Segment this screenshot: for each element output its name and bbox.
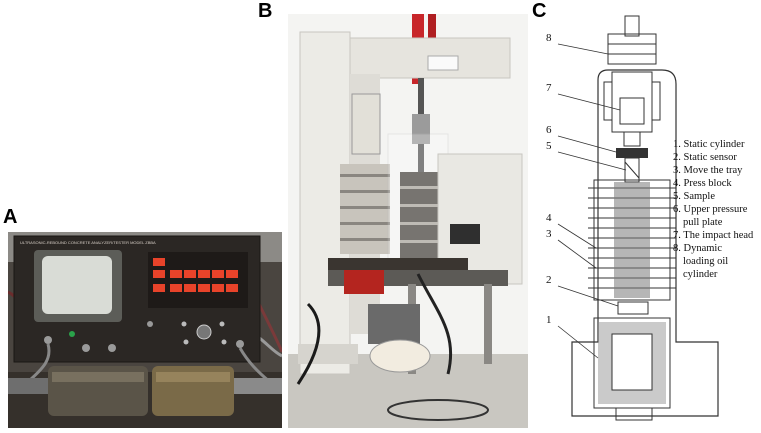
schematic-legend: 1. Static cylinder 2. Static sensor 3. M… [673,138,753,281]
legend-item: 4. Press block [673,178,732,189]
panel-c-diagram: 8 7 6 5 4 3 2 1 [536,12,761,428]
outer-frame [571,69,719,417]
loading-machine-photo [288,14,528,428]
ultrasonic-analyzer-photo: ULTRASONIC-REBOUND CONCRETE ANALYZER/TES… [8,232,282,428]
callout-6: 6 [546,124,552,136]
legend-item: loading oil [683,256,729,267]
panel-letter-c: C [532,0,547,22]
upper-pull-plate [616,148,648,158]
upper-cylinder [351,93,381,155]
callout-8: 8 [546,32,552,44]
analyzer-model-text: ULTRASONIC-REBOUND CONCRETE ANALYZER/TES… [20,240,156,245]
legend-item: 6. Upper pressure [673,204,748,215]
impact-head [619,97,645,125]
legend-item: pull plate [683,217,723,228]
static-sensor [617,301,649,315]
callout-1: 1 [546,314,552,326]
callout-7: 7 [546,82,552,94]
transducer-pair [8,366,282,416]
callout-4: 4 [546,212,552,224]
legend-item: 3. Move the tray [673,165,743,176]
legend-item: cylinder [683,269,718,280]
callout-5: 5 [546,140,552,152]
legend-item: 7. The impact head [673,230,754,241]
legend-item: 8. Dynamic [673,243,722,254]
static-cylinder [593,317,671,421]
dynamic-cylinder [607,33,657,65]
connector-left [44,336,52,344]
panel-a-photo: ULTRASONIC-REBOUND CONCRETE ANALYZER/TES… [8,232,282,428]
press-block-stack [588,179,676,301]
callout-2: 2 [546,274,552,286]
callout-3: 3 [546,228,552,240]
motor [369,339,431,373]
tray [328,258,468,270]
gain-knob [196,324,212,340]
legend-item: 5. Sample [673,191,715,202]
schematic-drawing [557,15,719,421]
panel-b-photo [288,14,528,428]
legend-item: 1. Static cylinder [673,139,745,150]
panel-letter-b: B [258,0,273,22]
stacked-plates [340,164,444,262]
panel-letter-a: A [3,206,18,228]
legend-item: 2. Static sensor [673,152,737,163]
digit-display [148,252,248,308]
